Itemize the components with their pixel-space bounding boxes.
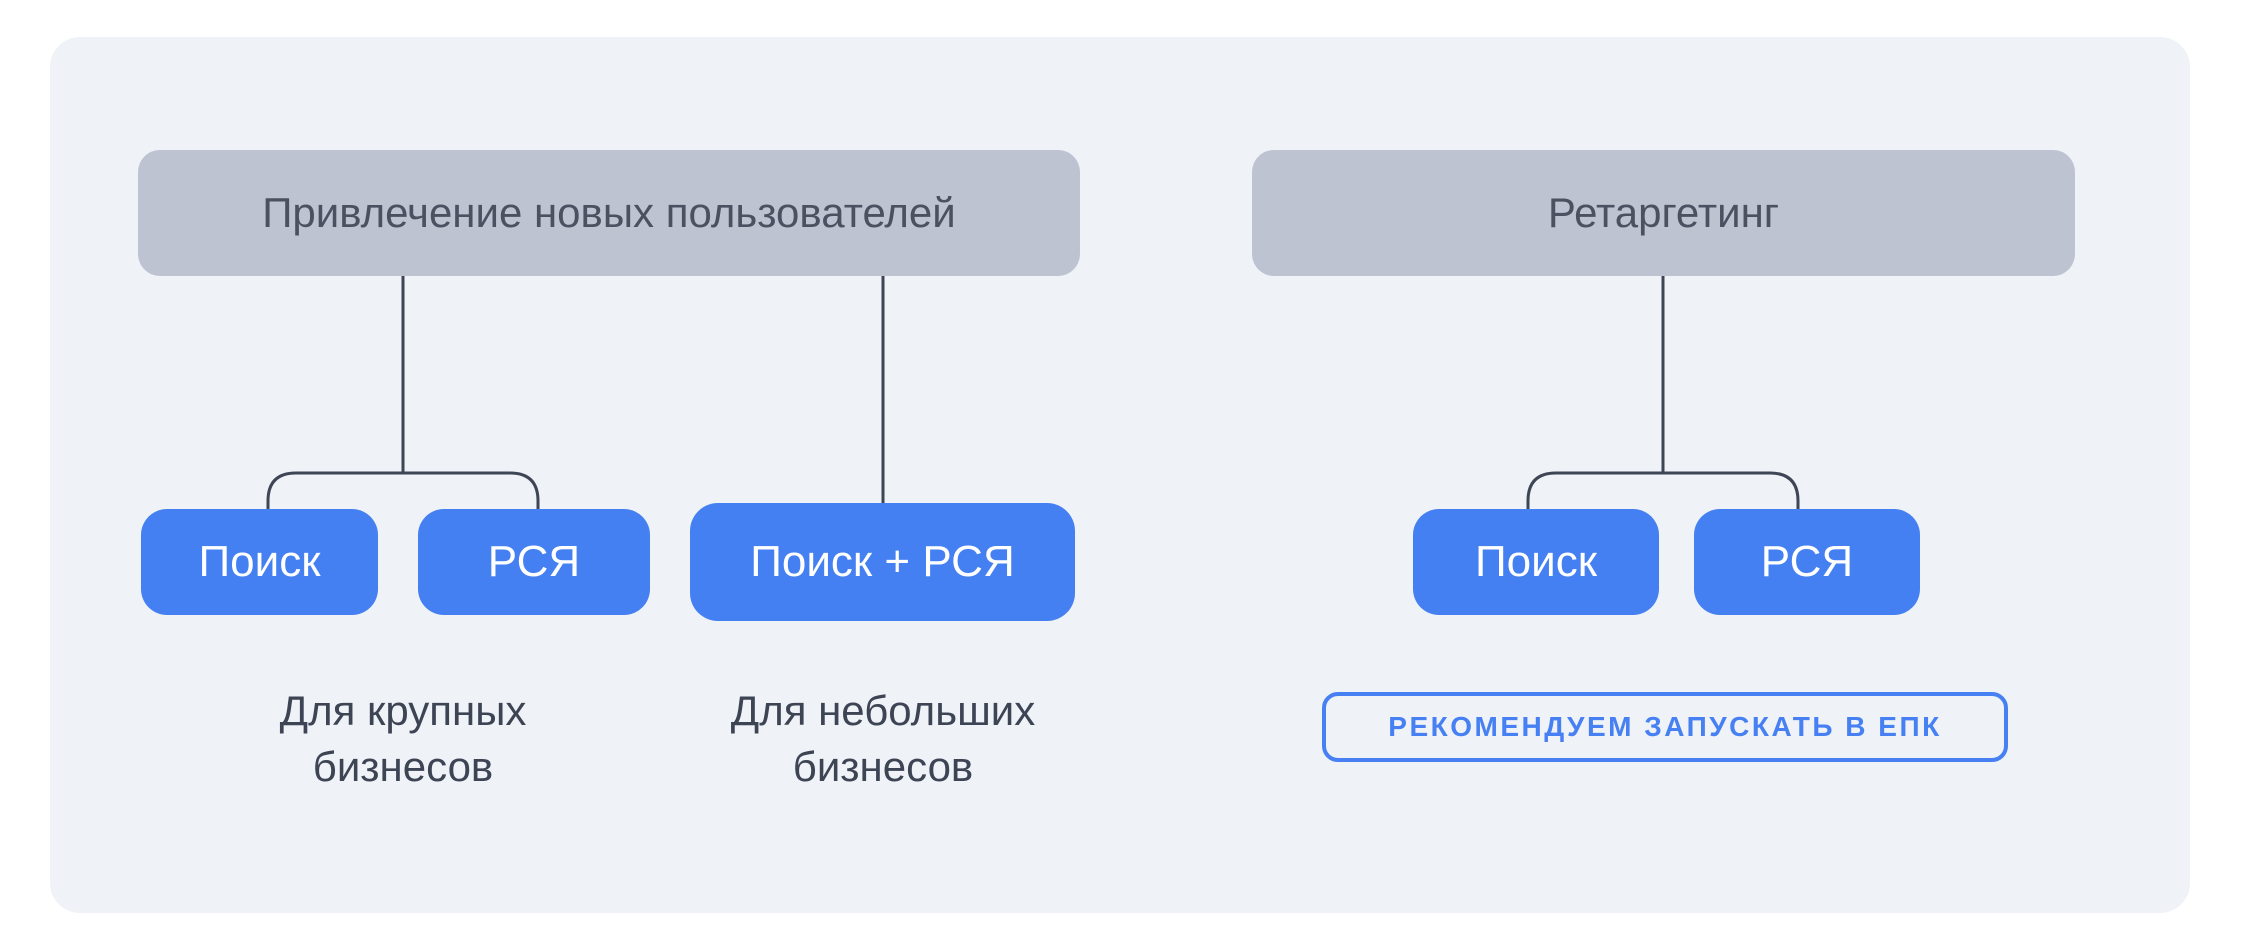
- caption-small-business: Для небольших бизнесов: [730, 687, 1036, 790]
- epc-recommendation-badge: РЕКОМЕНДУЕМ ЗАПУСКАТЬ В ЕПК: [1322, 692, 2008, 762]
- node-network-retargeting-label: РСЯ: [1760, 537, 1854, 586]
- node-network-acquisition: РСЯ: [418, 509, 650, 615]
- node-search-retargeting: Поиск: [1413, 509, 1659, 615]
- node-search-acquisition-label: Поиск: [198, 537, 321, 586]
- node-combined-acquisition: Поиск + РСЯ: [690, 503, 1075, 621]
- node-network-acquisition-label: РСЯ: [487, 537, 581, 586]
- node-search-retargeting-label: Поиск: [1475, 537, 1597, 586]
- header-node-retargeting: Ретаргетинг: [1252, 150, 2075, 276]
- epc-recommendation-badge-label: РЕКОМЕНДУЕМ ЗАПУСКАТЬ В ЕПК: [1388, 711, 1942, 742]
- node-combined-acquisition-label: Поиск + РСЯ: [750, 537, 1015, 586]
- header-node-acquisition-label: Привлечение новых пользователей: [262, 189, 956, 236]
- node-network-retargeting: РСЯ: [1694, 509, 1920, 615]
- header-node-retargeting-label: Ретаргетинг: [1547, 189, 1780, 236]
- header-node-acquisition: Привлечение новых пользователей: [138, 150, 1080, 276]
- node-search-acquisition: Поиск: [141, 509, 378, 615]
- caption-large-business: Для крупных бизнесов: [279, 687, 527, 790]
